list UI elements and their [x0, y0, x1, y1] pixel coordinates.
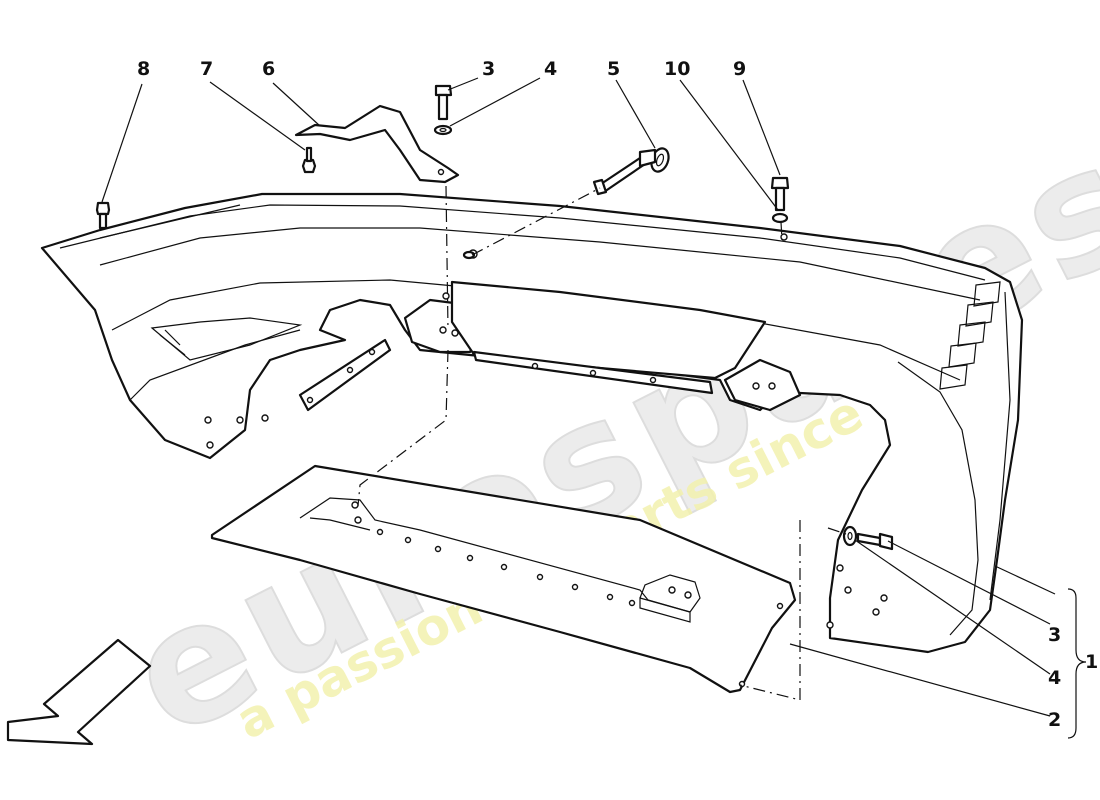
screw-8: [95, 201, 111, 230]
callout-4-right: 4: [1048, 667, 1061, 689]
towing-eye-5: [462, 147, 670, 260]
callout-1: 1: [1085, 651, 1098, 673]
washer-4-right: [842, 525, 858, 547]
callout-4-top: 4: [544, 58, 557, 80]
assembly-guides: [357, 185, 847, 701]
bracket-6: [294, 104, 460, 184]
callout-6: 6: [262, 58, 275, 80]
bolt-9: [770, 176, 790, 212]
callout-labels: 8 7 6 3 4 5 10 9 3 4 2 1: [137, 58, 1098, 731]
callout-8: 8: [137, 58, 150, 80]
washer-10: [771, 212, 789, 224]
bolt-3-top: [434, 84, 453, 121]
slot-column: [939, 281, 1001, 390]
callout-7: 7: [200, 58, 213, 80]
group-bracket: [1067, 588, 1087, 739]
leader-lines: [101, 77, 1056, 717]
screw-7: [301, 146, 317, 174]
bumper-shell: [40, 192, 1024, 654]
undertray-panel: [210, 464, 797, 694]
callout-2: 2: [1048, 709, 1061, 731]
mesh-grille: [450, 280, 767, 380]
callout-10: 10: [664, 58, 690, 80]
undertray-holes: [351, 501, 784, 688]
shell-holes: [204, 233, 888, 629]
callout-3-right: 3: [1048, 624, 1061, 646]
washer-4-top: [433, 124, 453, 136]
direction-arrow-icon: [6, 638, 152, 746]
callout-3-top: 3: [482, 58, 495, 80]
bolt-3-right: [856, 532, 894, 551]
callout-9: 9: [733, 58, 746, 80]
callout-5: 5: [607, 58, 620, 80]
